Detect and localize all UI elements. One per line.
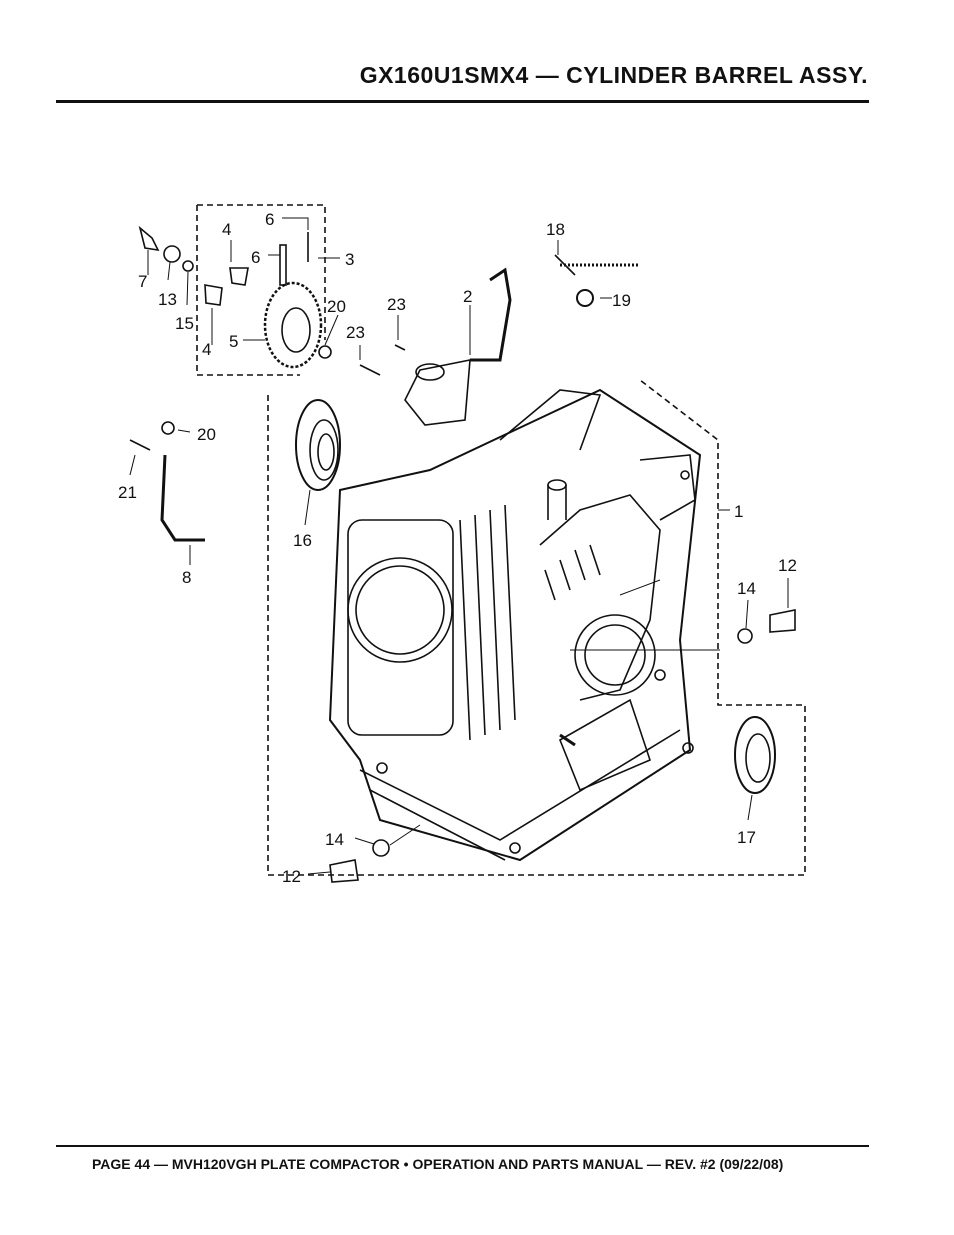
lever-8-drawing bbox=[129, 421, 205, 542]
callout-15: 15 bbox=[175, 314, 194, 333]
bearing-16-drawing bbox=[295, 399, 341, 491]
callout-8: 8 bbox=[182, 568, 191, 587]
callout-14a: 14 bbox=[737, 579, 756, 598]
small-hardware-drawing bbox=[138, 225, 796, 883]
callout-12a: 12 bbox=[778, 556, 797, 575]
oil-seal-17-drawing bbox=[734, 716, 776, 794]
breather-assembly-drawing bbox=[359, 254, 640, 426]
callout-19: 19 bbox=[612, 291, 631, 310]
cylinder-barrel-drawing bbox=[328, 388, 702, 862]
callout-18: 18 bbox=[546, 220, 565, 239]
callout-23a: 23 bbox=[387, 295, 406, 314]
main-assembly-outline bbox=[267, 379, 806, 876]
governor-gear-drawing bbox=[263, 232, 323, 369]
callout-4b: 4 bbox=[202, 340, 211, 359]
callout-20a: 20 bbox=[327, 297, 346, 316]
callout-5: 5 bbox=[229, 332, 238, 351]
page-title: GX160U1SMX4 — CYLINDER BARREL ASSY. bbox=[359, 62, 868, 88]
page-footer: PAGE 44 — MVH120VGH PLATE COMPACTOR • OP… bbox=[92, 1156, 784, 1172]
leader-lines bbox=[129, 217, 789, 875]
callout-14b: 14 bbox=[325, 830, 344, 849]
callout-2: 2 bbox=[463, 287, 472, 306]
callout-3: 3 bbox=[345, 250, 354, 269]
callout-6a: 6 bbox=[265, 210, 274, 229]
governor-group-outline bbox=[196, 204, 326, 376]
callout-17: 17 bbox=[737, 828, 756, 847]
callout-7: 7 bbox=[138, 272, 147, 291]
callout-20b: 20 bbox=[197, 425, 216, 444]
callout-1: 1 bbox=[734, 502, 743, 521]
callout-13: 13 bbox=[158, 290, 177, 309]
callout-6b: 6 bbox=[251, 248, 260, 267]
callout-4a: 4 bbox=[222, 220, 231, 239]
footer-rule bbox=[56, 1145, 869, 1147]
callout-12b: 12 bbox=[282, 867, 301, 886]
callout-labels: 1 2 3 4 4 5 6 6 7 8 12 12 13 14 14 15 16… bbox=[118, 210, 797, 886]
callout-21: 21 bbox=[118, 483, 137, 502]
callout-16: 16 bbox=[293, 531, 312, 550]
callout-23b: 23 bbox=[346, 323, 365, 342]
title-rule bbox=[56, 100, 869, 103]
